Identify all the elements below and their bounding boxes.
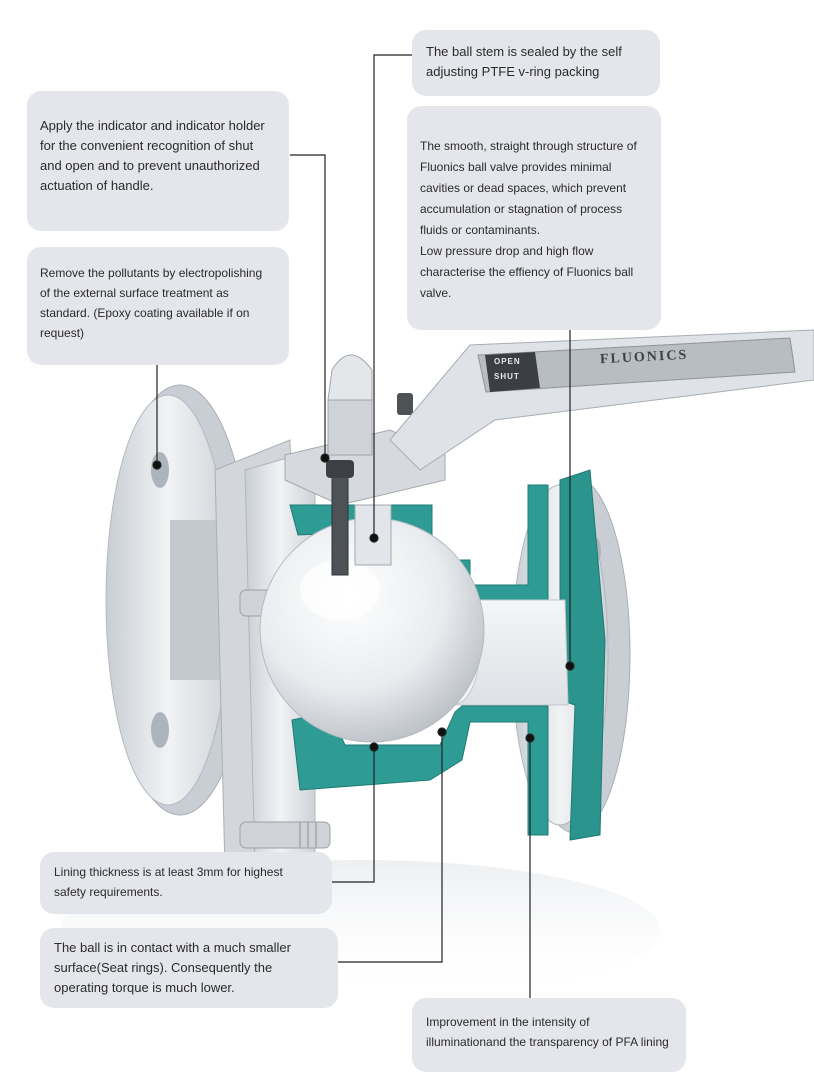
leader-dot-lining [369, 742, 379, 752]
leader-dot-stem [369, 533, 379, 543]
callout-pollutants-text: Remove the pollutants by electropolishin… [40, 266, 263, 340]
ball [259, 517, 485, 743]
leader-dot-structure [565, 661, 575, 671]
leader-indicator [290, 154, 326, 455]
callout-ball: The ball is in contact with a much small… [40, 928, 338, 1008]
callout-indicator-text: Apply the indicator and indicator holder… [40, 118, 265, 193]
callout-pollutants: Remove the pollutants by electropolishin… [27, 247, 289, 365]
leader-dot-pollutants [152, 460, 162, 470]
leader-dot-ball [437, 727, 447, 737]
handle [389, 329, 814, 471]
callout-lining: Lining thickness is at least 3mm for hig… [40, 852, 332, 914]
leader-lining [332, 750, 375, 883]
callout-structure-text: The smooth, straight through structure o… [420, 139, 637, 237]
callout-indicator: Apply the indicator and indicator holder… [27, 91, 289, 231]
handle-shut-label: SHUT [494, 372, 520, 381]
callout-illumination: Improvement in the intensity of illumina… [412, 998, 686, 1072]
leader-dot-indicator [320, 453, 330, 463]
callout-stem: The ball stem is sealed by the self adju… [412, 30, 660, 96]
leader-stem [373, 54, 412, 535]
callout-stem-text: The ball stem is sealed by the self adju… [426, 44, 622, 79]
callout-flow-text: Low pressure drop and high flow characte… [420, 244, 634, 300]
leader-dot-illumination [525, 733, 535, 743]
callout-illumination-text: Improvement in the intensity of illumina… [426, 1015, 669, 1049]
callout-ball-text: The ball is in contact with a much small… [54, 940, 291, 995]
handle-open-label: OPEN [494, 357, 521, 366]
callout-lining-text: Lining thickness is at least 3mm for hig… [54, 865, 283, 899]
callout-structure: The smooth, straight through structure o… [407, 106, 661, 330]
leader-ball [338, 735, 443, 963]
